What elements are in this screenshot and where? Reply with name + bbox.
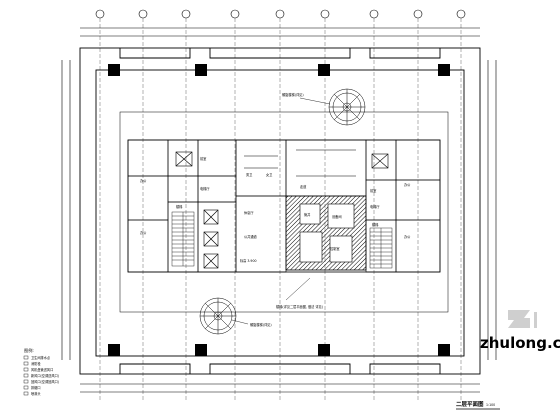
drawing-title: 二层平面图 [456, 400, 484, 408]
left-axis-grid [61, 60, 71, 360]
room-label: 前室 [370, 188, 376, 193]
room-label: 男卫 [246, 172, 253, 177]
structural-columns [108, 64, 450, 356]
room-label: 女卫 [266, 172, 273, 177]
left-stair [171, 211, 195, 267]
drawing-scale: 1:100 [486, 403, 495, 407]
room-label: 设备间 [332, 214, 342, 219]
right-axis-grid [487, 60, 497, 360]
room-label: 公共通道 [244, 234, 258, 239]
legend-item: 回风口(空调回风口) [31, 379, 59, 384]
room-label: 电梯厅 [200, 186, 210, 191]
watermark: zhulong.com [480, 310, 560, 352]
right-core-rooms [365, 139, 441, 273]
room-label: 电梯厅 [370, 204, 380, 209]
room-label: 办公 [140, 230, 147, 235]
room-label: 楼梯 [176, 204, 183, 209]
room-labels: 办公 办公 办公 办公 前室 前室 电梯厅 电梯厅 男卫 女卫 休息厅 走道 公… [140, 156, 411, 251]
center-core [285, 195, 367, 271]
core-boundary [119, 111, 449, 313]
room-label: 前室 [200, 156, 206, 161]
drawing-title-block: 二层平面图 1:100 [456, 400, 500, 410]
legend-heading: 图例: [24, 347, 34, 354]
callout-elevation: 标高 3.900 [240, 258, 257, 263]
spiral-stair-bottom [199, 297, 237, 335]
legend-item: 新风口(空调送风口) [31, 373, 59, 378]
room-label: 控制室 [330, 246, 340, 251]
right-stair [369, 227, 393, 269]
room-label: 走道 [300, 184, 307, 189]
legend-item: 喷淋头 [31, 391, 41, 396]
legend-item: 卫生间排水点 [31, 355, 51, 360]
room-label: 休息厅 [244, 210, 254, 215]
zhulong-logo-icon [508, 310, 537, 328]
legend: 图例: 卫生间排水点 消防栓 风机盘管送风口 新风口(空调送风口) 回风口(空调… [23, 347, 59, 396]
middle-rooms [235, 139, 367, 273]
callout-spiral-top: 螺旋楼梯(详见) [282, 92, 304, 97]
room-label: 楼梯 [372, 222, 379, 227]
legend-item: 风机盘管送风口 [31, 367, 53, 372]
callout-spiral-bottom: 螺旋楼梯(详见) [250, 322, 272, 327]
spiral-stair-top [328, 88, 366, 126]
room-label: 办公 [404, 234, 411, 239]
callout-stair-note: 楼梯(详见二层平面图, 做法 详见) [276, 304, 323, 309]
watermark-text: zhulong.com [480, 334, 560, 352]
outer-wall [79, 47, 481, 375]
callout-leaders [231, 97, 331, 325]
room-label: 管井 [304, 212, 310, 217]
room-label: 办公 [404, 182, 411, 187]
room-label: 办公 [140, 178, 147, 183]
legend-item: 消防栓 [31, 361, 41, 366]
legend-item: 排烟口 [31, 385, 41, 390]
vertical-grid-lines [99, 18, 462, 400]
